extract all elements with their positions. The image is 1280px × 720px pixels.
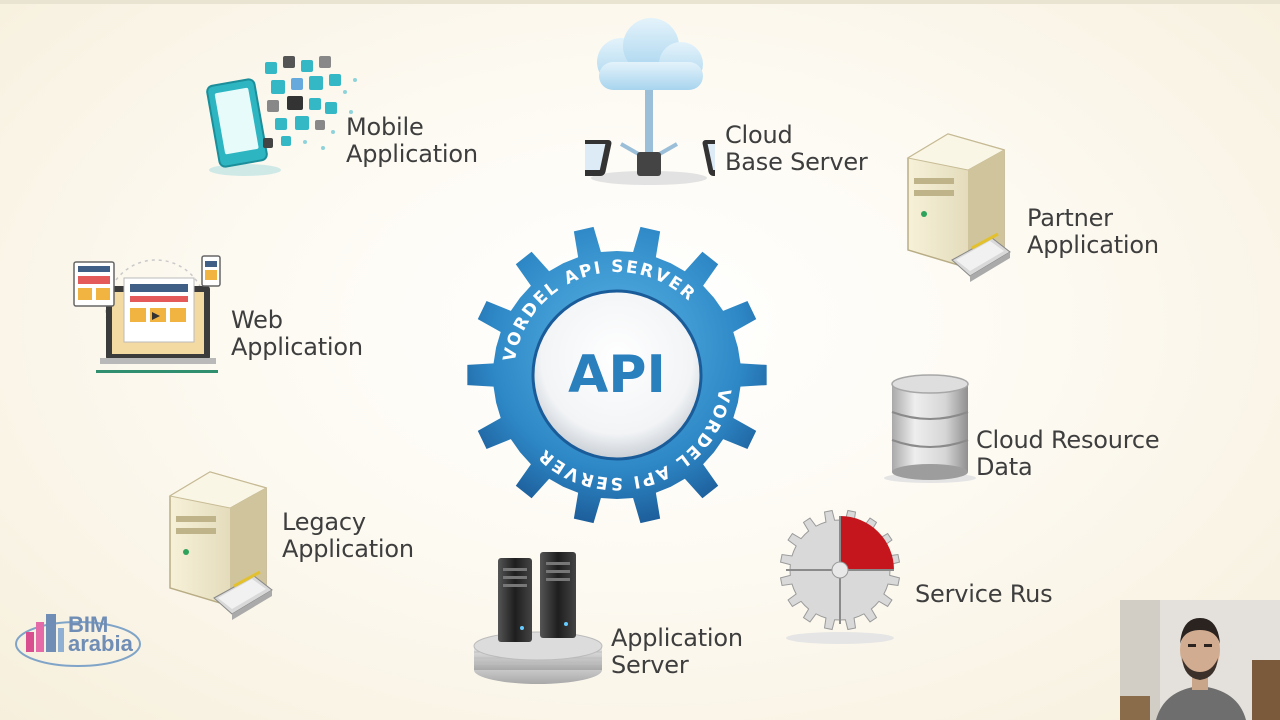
api-badge-text: API — [568, 345, 666, 405]
legacy-app-label: Legacy Application — [282, 509, 414, 563]
partner-app-label: Partner Application — [1027, 205, 1159, 259]
web-app-label-line1: Web — [231, 306, 283, 334]
partner-app-label-line2: Application — [1027, 231, 1159, 259]
application-server-label-line1: Application — [611, 624, 743, 652]
service-label-line1: Service Rus — [915, 580, 1053, 608]
gear-hub — [531, 289, 703, 461]
application-server-label: Application Server — [611, 625, 743, 679]
cloud-server-label-line2: Base Server — [725, 148, 868, 176]
database-icon — [880, 370, 980, 485]
cloud-data-label-line1: Cloud Resource — [976, 426, 1160, 454]
legacy-app-label-line2: Application — [282, 535, 414, 563]
bim-logo-line1: BIM — [68, 612, 109, 637]
partner-app-server-icon — [898, 128, 1018, 283]
cloud-data-label-line2: Data — [976, 453, 1033, 481]
web-app-label: Web Application — [231, 307, 363, 361]
partner-app-label-line1: Partner — [1027, 204, 1113, 232]
cloud-server-label-line1: Cloud — [725, 121, 793, 149]
legacy-app-server-icon — [162, 466, 282, 621]
web-app-icon — [72, 252, 222, 377]
application-server-icon — [470, 548, 610, 688]
cloud-data-label: Cloud Resource Data — [976, 426, 1160, 481]
api-server-gear: VORDEL API SERVER VORDEL API SERVER API — [462, 220, 772, 530]
cloud-server-label: Cloud Base Server — [725, 122, 868, 176]
gear-icon: VORDEL API SERVER VORDEL API SERVER API — [467, 226, 767, 524]
mobile-app-label: Mobile Application — [346, 114, 478, 168]
cloud-server-icon — [565, 14, 745, 189]
web-app-label-line2: Application — [231, 333, 363, 361]
webcam-overlay — [1120, 600, 1280, 720]
bim-arabia-logo: BIM arabia — [14, 608, 149, 674]
bim-logo-line2: arabia — [68, 631, 133, 656]
top-edge-bar — [0, 0, 1280, 4]
mobile-app-label-line1: Mobile — [346, 113, 424, 141]
legacy-app-label-line1: Legacy — [282, 508, 366, 536]
mobile-app-label-line2: Application — [346, 140, 478, 168]
mobile-app-icon — [205, 52, 365, 182]
service-label: Service Rus — [915, 580, 1053, 608]
bim-logo-mark-icon — [15, 614, 141, 667]
application-server-label-line2: Server — [611, 651, 689, 679]
service-puzzle-gear-icon — [776, 506, 906, 646]
